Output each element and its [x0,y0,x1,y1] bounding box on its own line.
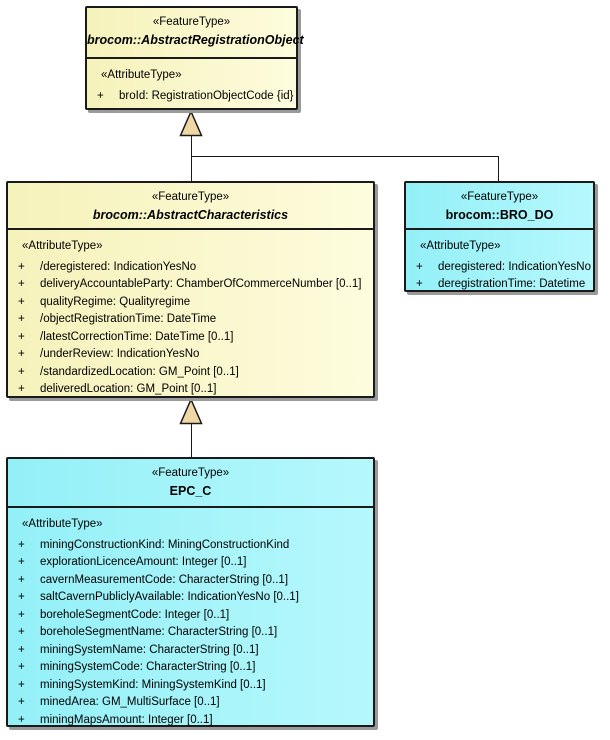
attribute-text: miningMapsAmount: Integer [0..1] [40,713,213,726]
attribute-row: + qualityRegime: Qualityregime [16,294,371,312]
attribute-row: + explorationLicenceAmount: Integer [0..1… [16,554,371,572]
visibility-marker: + [18,330,25,343]
attribute-row: + cavernMeasurementCode: CharacterString … [16,572,371,590]
visibility-marker: + [97,89,104,102]
generalization-line-vertical-top [191,136,192,182]
attribute-text: broId: RegistrationObjectCode {id} [119,89,294,102]
attribute-text: explorationLicenceAmount: Integer [0..1] [40,556,247,568]
attribute-text: boreholeSegmentName: CharacterString [0.… [40,626,278,638]
attribute-row: + deliveredLocation: GM_Point [0..1] [16,381,371,399]
attribute-text: miningSystemCode: CharacterString [0..1] [40,661,256,673]
visibility-marker: + [18,538,25,551]
attributes-compartment: «AttributeType» + broId: RegistrationObje… [87,59,296,105]
attribute-text: miningConstructionKind: MiningConstructi… [40,538,290,551]
attributes-compartment: «AttributeType» + miningConstructionKind:… [8,508,373,729]
visibility-marker: + [18,278,25,290]
visibility-marker: + [18,573,25,586]
attribute-text: saltCavernPubliclyAvailable: IndicationY… [40,591,299,603]
attribute-text: cavernMeasurementCode: CharacterString [… [40,573,289,586]
attribute-row: + miningConstructionKind: MiningConstruct… [16,537,371,555]
attribute-text: miningSystemName: CharacterString [0..1] [40,643,259,656]
attribute-text: /latestCorrectionTime: DateTime [0..1] [40,330,234,343]
visibility-marker: + [18,260,25,273]
visibility-marker: + [18,626,25,638]
attribute-text: qualityRegime: Qualityregime [40,295,191,308]
class-name: brocom::AbstractCharacteristics [92,208,289,222]
visibility-marker: + [18,591,25,603]
attribute-row: + miningSystemName: CharacterString [0..1… [16,642,371,660]
attribute-stereotype: «AttributeType» [420,240,501,252]
attribute-row: + boreholeSegmentName: CharacterString [0… [16,624,371,642]
visibility-marker: + [18,365,25,378]
class-header: «FeatureType» brocom::AbstractRegistrati… [87,8,304,59]
visibility-marker: + [18,713,25,726]
attribute-text: deliveryAccountableParty: ChamberOfComme… [40,278,362,290]
visibility-marker: + [18,295,25,308]
attribute-row: + /underReview: IndicationYesNo [16,346,371,364]
generalization-line-vertical-epcc [191,424,192,458]
generalization-arrowhead-icon [179,398,203,425]
attribute-row: + miningSystemKind: MiningSystemKind [0..… [16,677,371,695]
attribute-row: + /objectRegistrationTime: DateTime [16,311,371,329]
class-stereotype: «FeatureType» [460,191,539,203]
attribute-text: boreholeSegmentCode: Integer [0..1] [40,608,230,621]
visibility-marker: + [18,608,25,621]
visibility-marker: + [416,278,423,290]
visibility-marker: + [18,696,25,708]
class-epc-c[interactable]: «FeatureType» EPC_C «AttributeType» + min… [6,457,375,727]
class-bro-do[interactable]: «FeatureType» brocom::BRO_DO «AttributeT… [404,181,595,292]
attribute-row: + deliveryAccountableParty: ChamberOfComm… [16,276,371,294]
attributes-compartment: «AttributeType» + deregistered: Indicatio… [406,230,593,294]
attribute-row: + minedArea: GM_MultiSurface [0..1] [16,694,371,712]
attribute-text: miningSystemKind: MiningSystemKind [0..1… [40,678,266,691]
attribute-text: deregistered: IndicationYesNo [438,260,592,273]
attribute-text: /underReview: IndicationYesNo [40,348,200,360]
attribute-row: + deregistered: IndicationYesNo [414,259,591,277]
attribute-stereotype: «AttributeType» [22,240,103,252]
class-abstract-registration-object[interactable]: «FeatureType» brocom::AbstractRegistrati… [85,6,304,110]
class-name: brocom::BRO_DO [445,208,554,222]
class-abstract-characteristics[interactable]: «FeatureType» brocom::AbstractCharacteri… [6,181,375,398]
visibility-marker: + [18,313,25,325]
visibility-marker: + [18,383,25,395]
class-header: «FeatureType» EPC_C [8,459,373,508]
attribute-row: + /deregistered: IndicationYesNo [16,259,371,277]
visibility-marker: + [18,348,25,360]
class-name: EPC_C [169,484,212,498]
attribute-row: + miningSystemCode: CharacterString [0..1… [16,659,371,677]
generalization-line-vertical-brodo [498,156,499,182]
class-header: «FeatureType» brocom::BRO_DO [406,183,593,230]
attribute-row: + boreholeSegmentCode: Integer [0..1] [16,607,371,625]
attributes-compartment: «AttributeType» + /deregistered: Indicati… [8,230,373,399]
generalization-line-horizontal [191,156,499,157]
attribute-text: minedArea: GM_MultiSurface [0..1] [40,696,220,708]
class-stereotype: «FeatureType» [151,191,230,203]
attribute-row: + /latestCorrectionTime: DateTime [0..1] [16,329,371,347]
generalization-arrowhead-icon [179,110,203,137]
visibility-marker: + [18,643,25,656]
visibility-marker: + [416,260,423,273]
attribute-text: /standardizedLocation: GM_Point [0..1] [40,365,239,378]
attribute-row: + broId: RegistrationObjectCode {id} [95,88,294,106]
visibility-marker: + [18,661,25,673]
visibility-marker: + [18,678,25,691]
class-name: brocom::AbstractRegistrationObject [87,33,304,47]
attribute-row: + saltCavernPubliclyAvailable: Indication… [16,589,371,607]
attribute-text: deliveredLocation: GM_Point [0..1] [40,383,217,395]
attribute-text: deregistrationTime: Datetime [438,278,586,290]
attribute-text: /deregistered: IndicationYesNo [40,260,197,273]
attribute-row: + deregistrationTime: Datetime [414,276,591,294]
class-header: «FeatureType» brocom::AbstractCharacteri… [8,183,373,230]
attribute-stereotype: «AttributeType» [101,69,182,81]
visibility-marker: + [18,556,25,568]
attribute-row: + /standardizedLocation: GM_Point [0..1] [16,364,371,382]
class-stereotype: «FeatureType» [152,16,231,28]
attribute-row: + miningMapsAmount: Integer [0..1] [16,712,371,730]
attribute-text: /objectRegistrationTime: DateTime [40,313,217,325]
class-stereotype: «FeatureType» [151,467,230,479]
attribute-stereotype: «AttributeType» [22,518,103,530]
